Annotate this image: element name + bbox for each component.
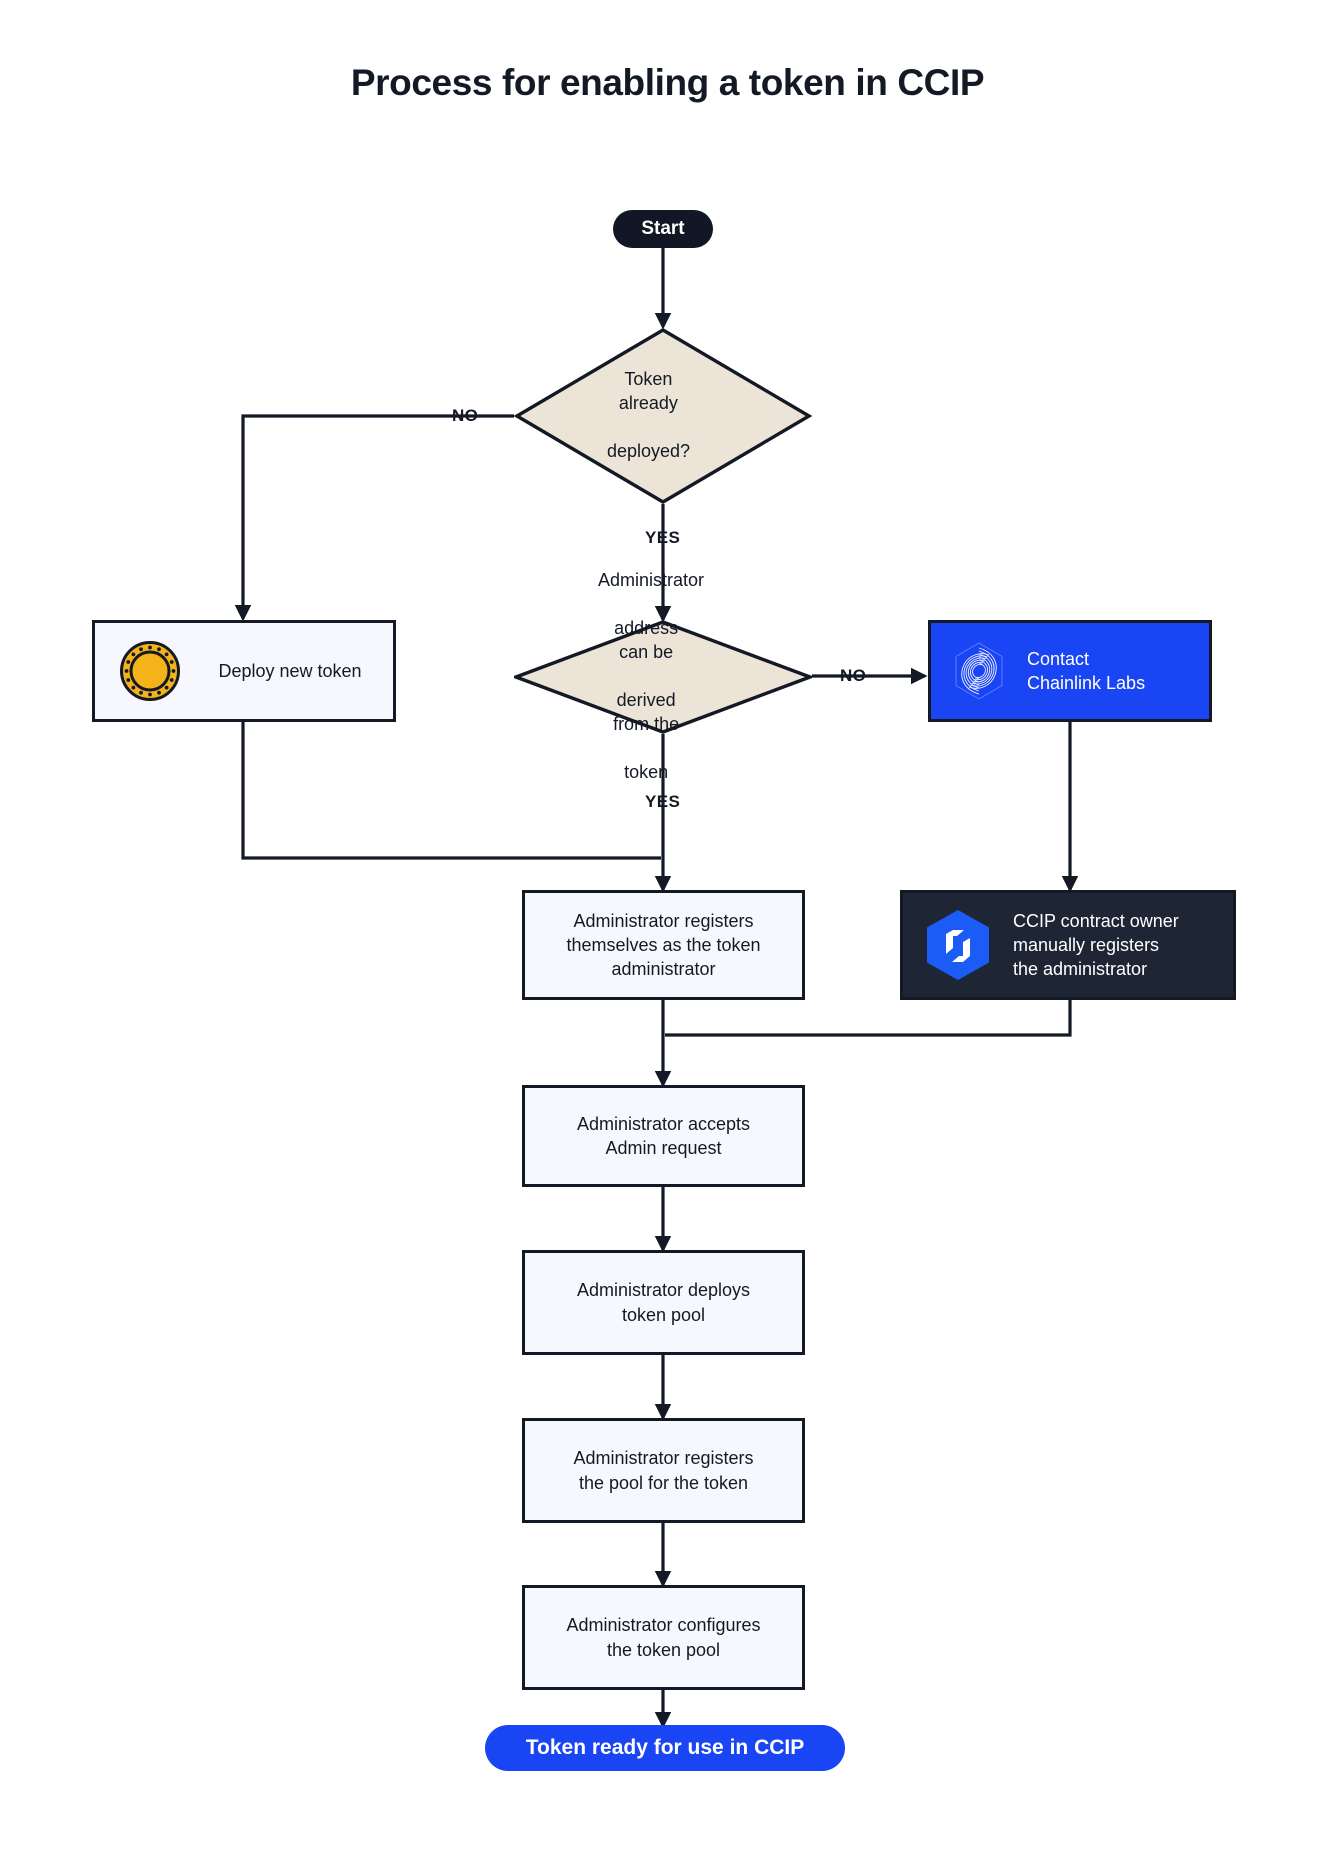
node-end[interactable]: Token ready for use in CCIP [485,1725,845,1771]
deploys-pool-line1: Administrator deploys [576,1280,751,1301]
decision1-line1: Token already [618,369,678,414]
node-admin-accepts-request-label: Administrator accepts Admin request [577,1112,750,1161]
ccip-hexagon-icon [903,908,1013,982]
registers-self-line2: themselves as the token [566,934,761,955]
node-end-label: Token ready for use in CCIP [525,1736,805,1760]
node-decision-admin-derived[interactable]: Administrator address can be derived fro… [514,570,812,782]
node-admin-registers-self[interactable]: Administrator registers themselves as th… [522,890,805,1000]
decision2-line3: derived from the [613,689,680,734]
edge-ccipowner-merge [665,1000,1072,1037]
registers-self-line1: Administrator registers [573,910,754,931]
node-admin-configures-pool[interactable]: Administrator configures the token pool [522,1585,805,1690]
node-admin-registers-pool[interactable]: Administrator registers the pool for the… [522,1418,805,1523]
diamond-shape-1 [514,328,812,504]
node-admin-deploys-pool-label: Administrator deploys token pool [577,1278,750,1327]
node-start-label: Start [641,217,685,239]
decision2-line1: Administrator [597,570,704,591]
accepts-line1: Administrator accepts [576,1113,751,1134]
edge-label-token-deployed-yes: YES [645,528,681,547]
node-contact-chainlink-labs-label: Contact Chainlink Labs [1027,647,1209,696]
configures-pool-line2: the token pool [606,1639,721,1660]
node-admin-registers-self-label: Administrator registers themselves as th… [566,909,760,982]
configures-pool-line1: Administrator configures [566,1615,761,1636]
node-admin-accepts-request[interactable]: Administrator accepts Admin request [522,1085,805,1187]
decision2-line4: token [624,761,669,782]
deploys-pool-line2: token pool [621,1304,706,1325]
registers-pool-line1: Administrator registers [573,1448,754,1469]
edge-label-token-deployed-no: NO [452,406,479,425]
edge-decision1-no [234,414,514,622]
ccip-owner-line2: manually registers [1013,934,1160,955]
chainlink-spiral-icon [931,639,1027,703]
node-decision-admin-derived-label: Administrator address can be derived fro… [514,570,812,782]
ccip-owner-line3: the administrator [1013,959,1148,980]
node-start[interactable]: Start [613,210,713,248]
node-admin-deploys-pool[interactable]: Administrator deploys token pool [522,1250,805,1355]
contact-line1: Contact [1027,648,1090,669]
registers-self-line3: administrator [611,959,716,980]
node-deploy-new-token-label: Deploy new token [218,660,362,681]
edge-label-admin-derived-no: NO [840,666,867,685]
node-ccip-owner-registers-label: CCIP contract owner manually registers t… [1013,909,1233,982]
edge-label-admin-derived-yes: YES [645,792,681,811]
ccip-owner-line1: CCIP contract owner [1013,910,1179,931]
node-decision-token-deployed[interactable]: Token already deployed? [514,327,812,505]
node-ccip-owner-registers[interactable]: CCIP contract owner manually registers t… [900,890,1236,1000]
decision2-line2: address can be [614,618,679,663]
contact-line2: Chainlink Labs [1027,673,1146,693]
accepts-line2: Admin request [605,1138,722,1158]
gold-coin-icon [95,640,205,702]
registers-pool-line2: the pool for the token [578,1472,749,1493]
diamond-shape-2 [514,620,812,734]
node-contact-chainlink-labs[interactable]: Contact Chainlink Labs [928,620,1212,722]
node-admin-registers-pool-label: Administrator registers the pool for the… [573,1446,753,1495]
node-decision-token-deployed-label: Token already deployed? [514,327,812,505]
node-admin-configures-pool-label: Administrator configures the token pool [566,1613,760,1662]
node-deploy-new-token[interactable]: Deploy new token [92,620,396,722]
page-title: Process for enabling a token in CCIP [350,62,985,103]
decision1-line2: deployed? [606,440,691,461]
